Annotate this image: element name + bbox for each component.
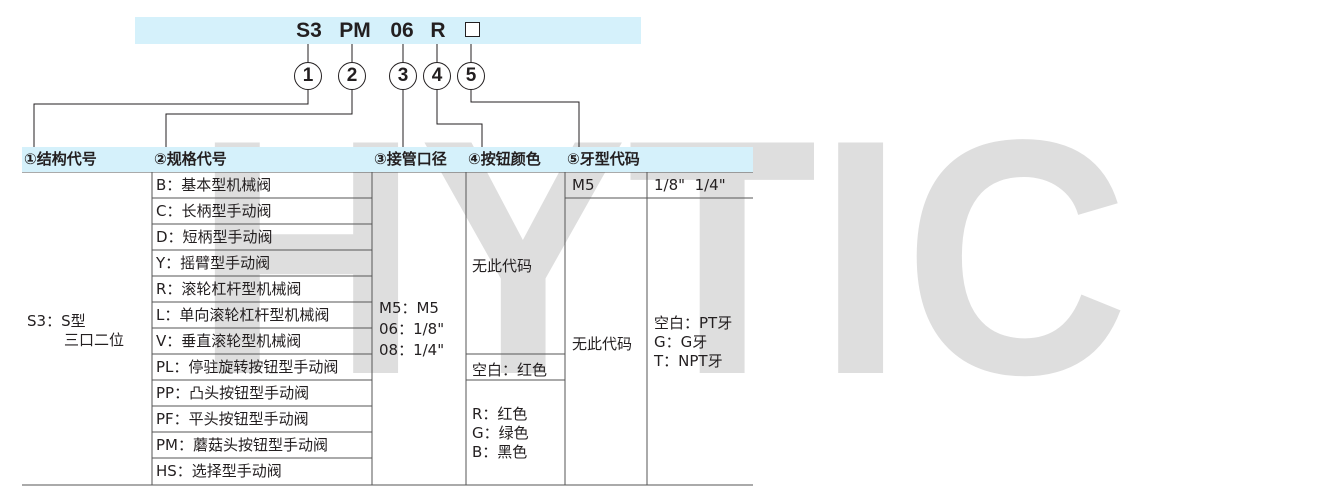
marker-1: 1 bbox=[294, 62, 322, 90]
port-size-option: 08：1/4" bbox=[379, 341, 445, 359]
spec-item: V：垂直滚轮型机械阀 bbox=[156, 332, 302, 350]
spec-item: C：长柄型手动阀 bbox=[156, 202, 272, 220]
button-color-option: G：绿色 bbox=[472, 424, 529, 442]
code-segment-structure: S3 bbox=[296, 19, 322, 42]
spec-item: Y：摇臂型手动阀 bbox=[156, 254, 271, 272]
spec-item: PF：平头按钮型手动阀 bbox=[156, 410, 309, 428]
header-button-color: ④按钮颜色 bbox=[466, 147, 565, 172]
thread-top-right: 1/8" 1/4" bbox=[654, 176, 726, 194]
header-port-size: ③接管口径 bbox=[372, 147, 466, 172]
thread-option: T：NPT牙 bbox=[654, 352, 723, 370]
spec-item: PM：蘑菇头按钮型手动阀 bbox=[156, 436, 328, 454]
structure-code-line-1: S3：S型 bbox=[27, 312, 86, 330]
code-segment-port: 06 bbox=[390, 19, 414, 42]
thread-option: 空白：PT牙 bbox=[654, 314, 733, 332]
marker-2: 2 bbox=[338, 62, 366, 90]
button-color-option: B：黑色 bbox=[472, 443, 528, 461]
button-color-blank: 空白：红色 bbox=[472, 361, 548, 379]
header-thread-code: ⑤牙型代码 bbox=[565, 147, 753, 172]
structure-code-line-2: 三口二位 bbox=[64, 331, 125, 349]
spec-item: R：滚轮杠杆型机械阀 bbox=[156, 280, 302, 298]
code-segment-spec: PM bbox=[339, 19, 371, 42]
button-color-option: R：红色 bbox=[472, 405, 528, 423]
thread-top-left: M5 bbox=[572, 176, 595, 194]
header-structure-code: ①结构代号 bbox=[22, 147, 152, 172]
button-color-none: 无此代码 bbox=[472, 257, 533, 275]
port-size-option: 06：1/8" bbox=[379, 320, 445, 338]
spec-item: HS：选择型手动阀 bbox=[156, 462, 282, 480]
header-spec-code: ②规格代号 bbox=[152, 147, 372, 172]
code-segment-thread-box bbox=[465, 22, 480, 37]
spec-item: PP：凸头按钮型手动阀 bbox=[156, 384, 310, 402]
thread-option: G：G牙 bbox=[654, 333, 708, 351]
code-segment-color: R bbox=[430, 19, 446, 42]
spec-item: L：单向滚轮杠杆型机械阀 bbox=[156, 306, 330, 324]
spec-item: D：短柄型手动阀 bbox=[156, 228, 273, 246]
thread-none: 无此代码 bbox=[572, 335, 633, 353]
marker-5: 5 bbox=[457, 62, 485, 90]
marker-3: 3 bbox=[389, 62, 417, 90]
spec-item: B：基本型机械阀 bbox=[156, 176, 272, 194]
spec-item: PL：停驻旋转按钮型手动阀 bbox=[156, 358, 339, 376]
port-size-option: M5：M5 bbox=[379, 299, 439, 317]
marker-4: 4 bbox=[423, 62, 451, 90]
watermark-text: HYTIC bbox=[194, 70, 1129, 444]
model-code-banner: S3 PM 06 R bbox=[135, 17, 641, 44]
